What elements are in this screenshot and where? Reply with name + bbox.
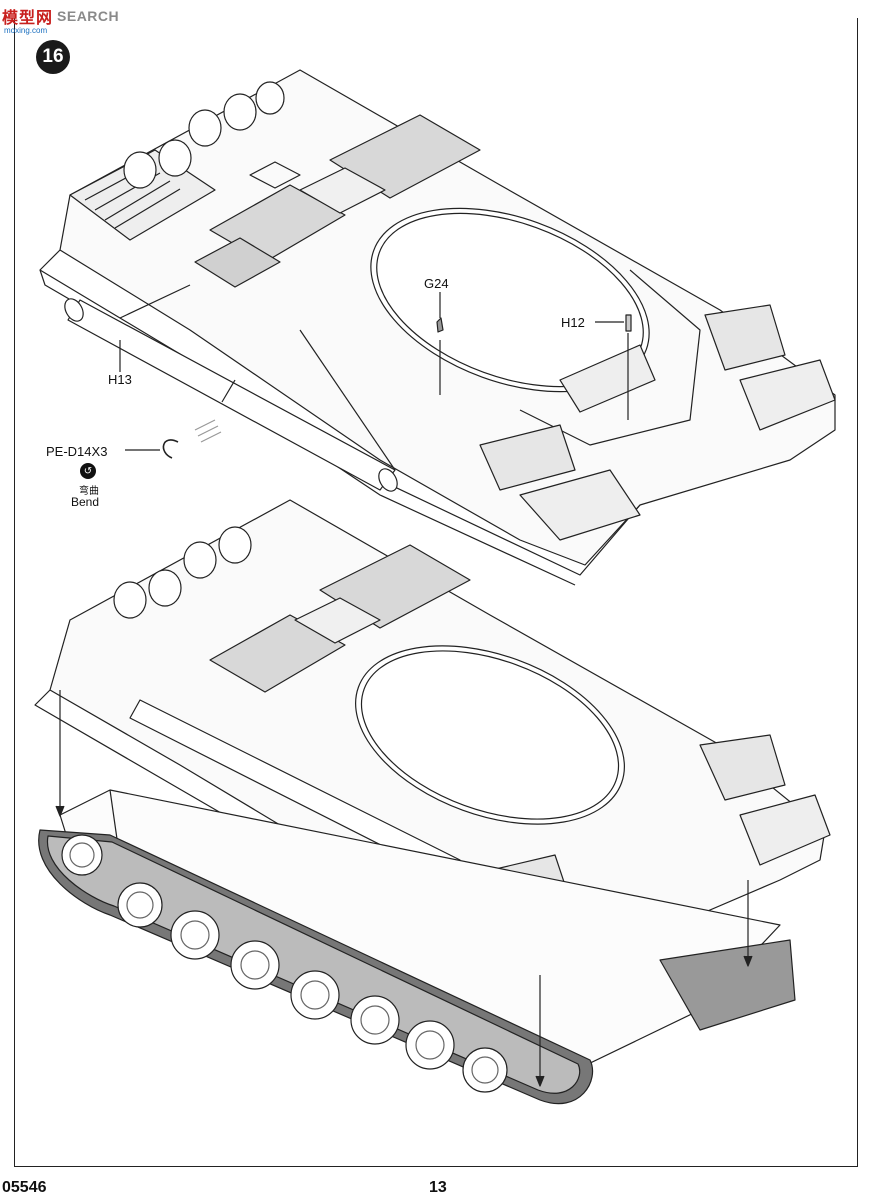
callout-h13: H13: [108, 372, 132, 387]
page-frame: [14, 18, 858, 1167]
bend-icon: ↺: [80, 463, 96, 479]
callout-h12: H12: [561, 315, 585, 330]
kit-code: 05546: [2, 1179, 47, 1196]
step-number-badge: 16: [36, 40, 70, 74]
callout-pe-d14x3: PE-D14X3: [46, 444, 108, 459]
watermark-logo: 模型网: [2, 10, 54, 27]
callout-g24: G24: [424, 276, 449, 291]
watermark-sub: moxing.com: [4, 26, 48, 35]
watermark-word: SEARCH: [57, 8, 120, 24]
page-number: 13: [429, 1179, 447, 1196]
watermark: 模型网 SEARCH: [2, 4, 119, 28]
bend-label-english: Bend: [71, 495, 100, 509]
bend-label-chinese: 弯曲: [79, 486, 99, 497]
upper-hull-top-view: [39, 69, 836, 586]
lower-hull-with-tracks: [34, 499, 831, 1105]
